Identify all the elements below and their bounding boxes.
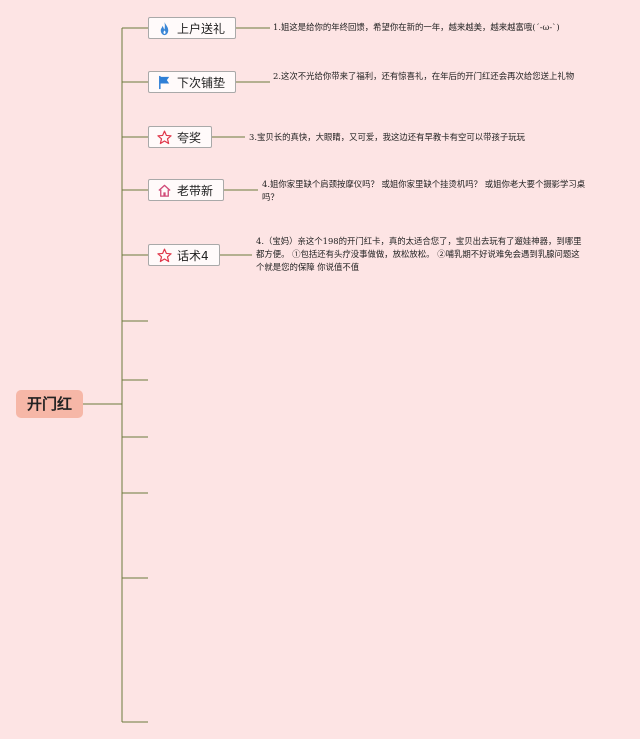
- topic-label: 老带新: [177, 183, 214, 198]
- flame-icon: [157, 21, 172, 36]
- root-topic[interactable]: 开门红: [16, 390, 83, 418]
- topic-xiaci-pudian[interactable]: 下次铺垫: [148, 71, 237, 93]
- note-text: 1.姐这是给你的年终回馈，希望你在新的一年，越来越美，越来越富哦(´-ω-`): [273, 22, 560, 32]
- home-icon: [157, 183, 172, 198]
- topic-laodaixin[interactable]: 老带新: [148, 179, 225, 201]
- star-icon: [157, 248, 172, 263]
- flag-icon: [157, 75, 172, 90]
- topic-huashu-4[interactable]: 话术4: [148, 244, 220, 266]
- note-text: 3.宝贝长的真快，大眼睛，又可爱，我这边还有早教卡有空可以带孩子玩玩: [249, 132, 525, 142]
- topic-label: 夸奖: [177, 130, 202, 145]
- star-icon: [157, 130, 172, 145]
- topic-shanghu-songli[interactable]: 上户送礼: [148, 17, 237, 39]
- topic-kuajiang[interactable]: 夸奖: [148, 126, 213, 148]
- topic-label: 下次铺垫: [177, 75, 226, 90]
- note-text: 4.（宝妈）亲这个198的开门红卡，真的太适合您了，宝贝出去玩有了遛娃神器，到哪…: [256, 236, 582, 272]
- topic-label: 上户送礼: [177, 21, 226, 36]
- note-text: 2.这次不光给你带来了福利，还有惊喜礼，在年后的开门红还会再次给您送上礼物: [273, 71, 575, 81]
- topic-label: 话术4: [177, 248, 209, 263]
- root-label: 开门红: [26, 395, 72, 413]
- note-text: 4.姐你家里缺个肩颈按摩仪吗？ 或姐你家里缺个挂烫机吗？ 或姐你老大要个摄影学习…: [262, 179, 586, 202]
